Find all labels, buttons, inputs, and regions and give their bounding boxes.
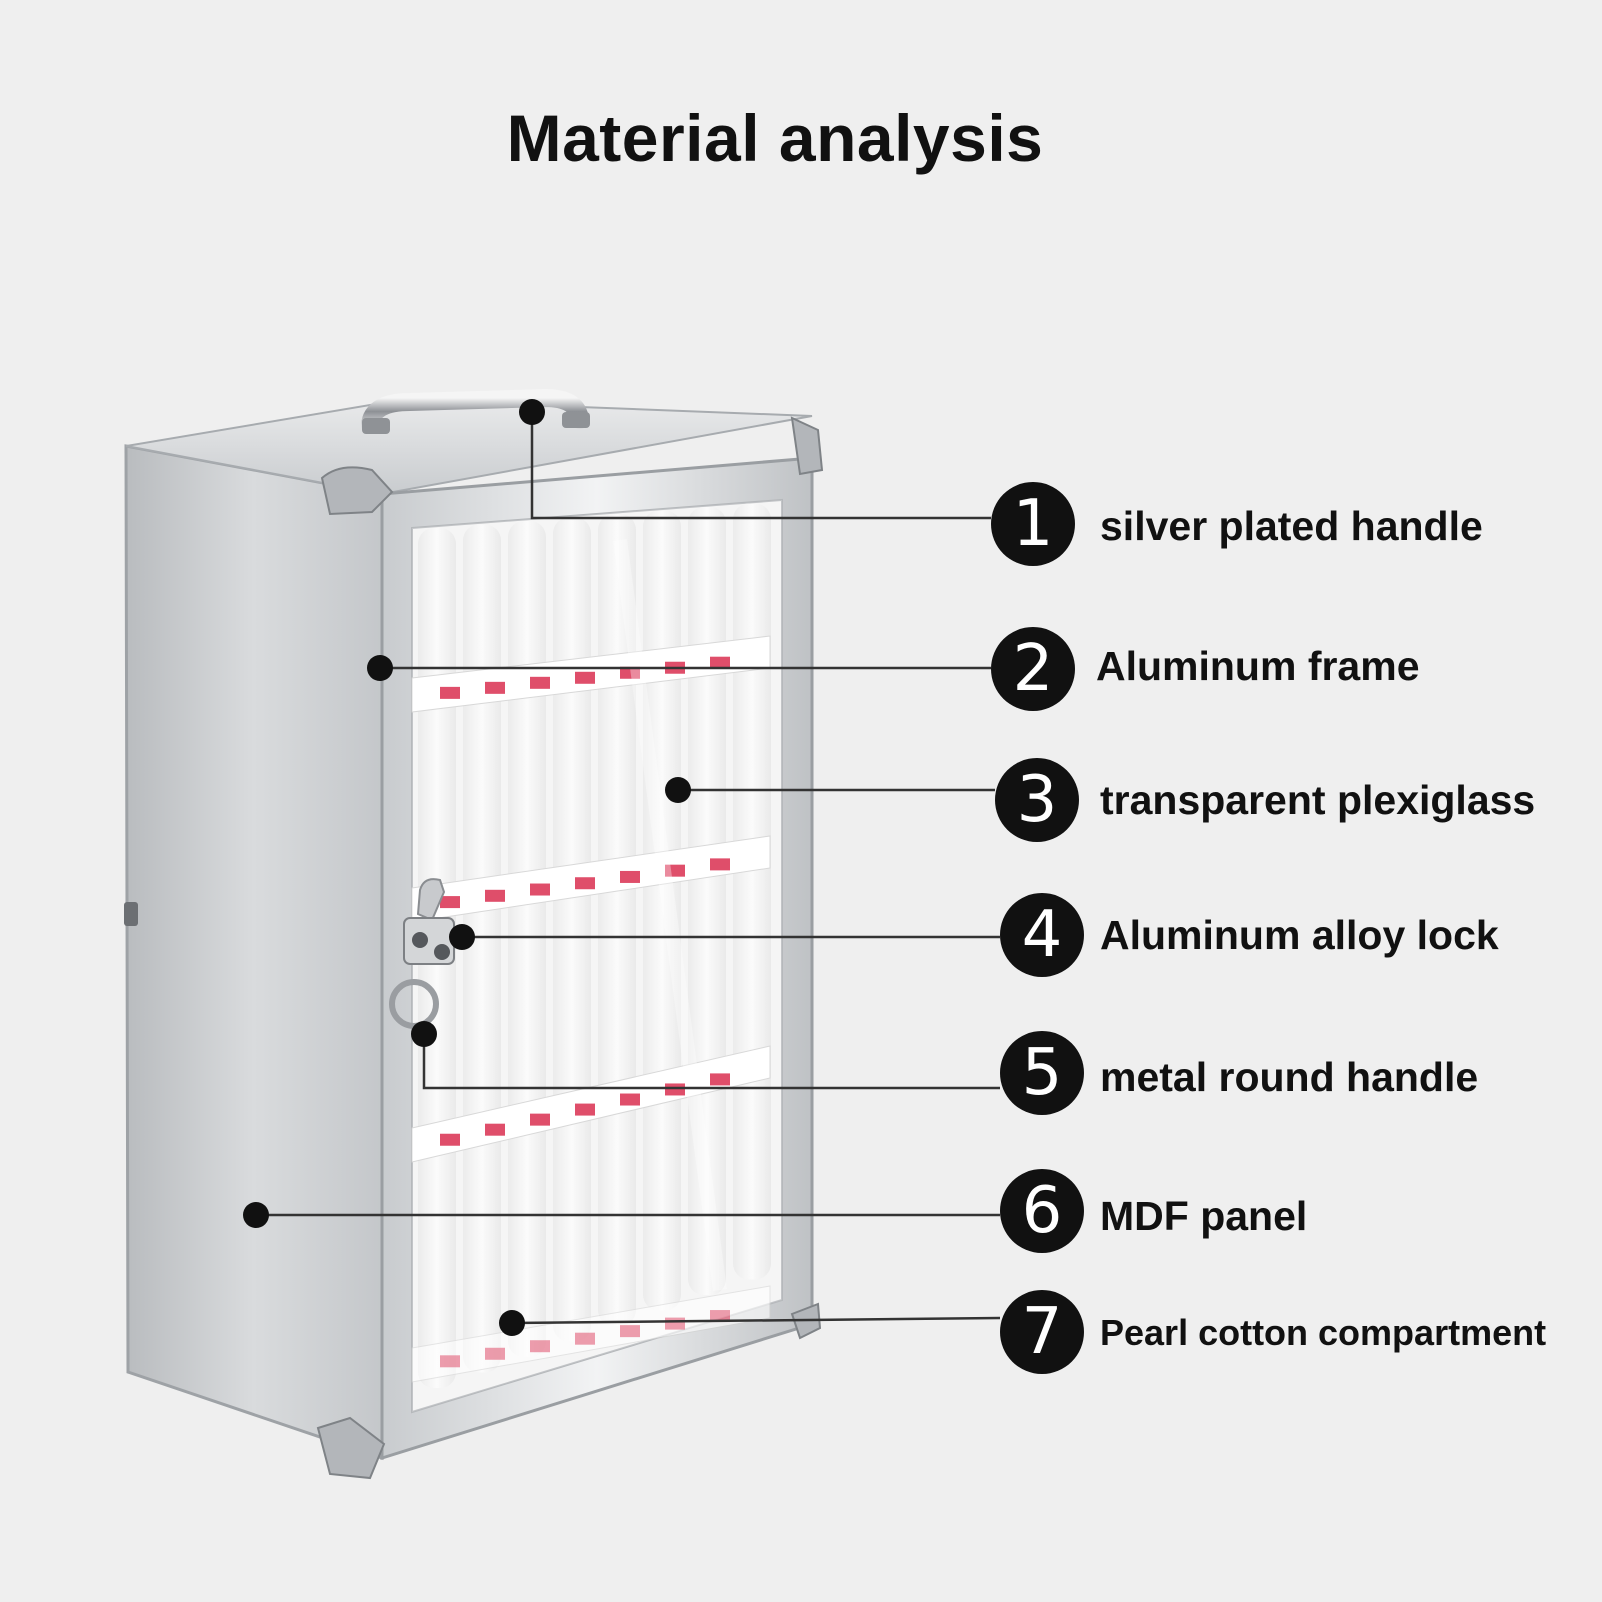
callout-badge-5: 5 xyxy=(1000,1031,1084,1115)
callout-label-3: transparent plexiglass xyxy=(1100,777,1536,823)
callout-label-5: metal round handle xyxy=(1100,1054,1479,1100)
number-tag xyxy=(665,864,685,877)
number-tag xyxy=(710,1073,730,1086)
callout-badge-4: 4 xyxy=(1000,893,1084,977)
number-tag xyxy=(575,1332,595,1345)
number-tag xyxy=(575,671,595,684)
callout-label-2: Aluminum frame xyxy=(1096,643,1420,689)
foam-column xyxy=(733,503,771,1280)
foam-column xyxy=(688,507,726,1295)
foam-column xyxy=(553,517,591,1342)
anchor-dot xyxy=(367,655,393,681)
callout-label-6: MDF panel xyxy=(1100,1193,1308,1239)
callout-badge-3: 3 xyxy=(995,758,1079,842)
anchor-dot xyxy=(449,924,475,950)
callout-label-7: Pearl cotton compartment xyxy=(1100,1312,1547,1353)
anchor-dot xyxy=(519,399,545,425)
callout-badge-6: 6 xyxy=(1000,1169,1084,1253)
anchor-dot xyxy=(665,777,691,803)
number-tag xyxy=(575,1103,595,1116)
number-tag xyxy=(530,883,550,896)
top-panel xyxy=(125,398,813,496)
callout-badge-1: 1 xyxy=(991,482,1075,566)
callout-label-4: Aluminum alloy lock xyxy=(1100,912,1499,958)
foam-column xyxy=(508,521,546,1357)
number-tag xyxy=(710,858,730,871)
side-latch xyxy=(124,902,138,926)
foam-column xyxy=(463,524,501,1373)
leader-lines xyxy=(243,399,1001,1336)
page-title: Material analysis xyxy=(506,101,1044,175)
foam-columns xyxy=(418,503,771,1388)
number-tag xyxy=(575,877,595,890)
leader-line xyxy=(530,412,991,520)
number-tag xyxy=(710,656,730,669)
number-tag xyxy=(665,1083,685,1096)
number-tag xyxy=(710,1310,730,1323)
number-tag xyxy=(530,1340,550,1353)
corner-caps xyxy=(316,416,824,1480)
callout-badge-7: 7 xyxy=(1000,1290,1084,1374)
number-tag xyxy=(620,1325,640,1338)
side-panel xyxy=(124,444,384,1461)
number-tag xyxy=(440,1133,460,1146)
number-tag xyxy=(530,676,550,689)
anchor-dot xyxy=(499,1310,525,1336)
leader-line xyxy=(422,1034,1000,1090)
foam-column xyxy=(643,510,681,1311)
number-tag-strips xyxy=(411,635,771,1383)
number-tag xyxy=(485,681,505,694)
foam-column xyxy=(598,514,636,1326)
number-tag xyxy=(530,1113,550,1126)
transparent-plexiglass xyxy=(412,500,782,1412)
number-tag xyxy=(485,889,505,902)
number-tag xyxy=(440,686,460,699)
number-tag xyxy=(620,666,640,679)
carry-handle-icon xyxy=(361,388,590,434)
number-tag xyxy=(440,896,460,909)
anchor-dot xyxy=(411,1021,437,1047)
anchor-dot xyxy=(243,1202,269,1228)
leader-line xyxy=(511,1316,1001,1325)
number-tag xyxy=(620,1093,640,1106)
number-tag xyxy=(620,870,640,883)
callout-label-1: silver plated handle xyxy=(1100,503,1483,549)
lock-icon xyxy=(403,878,455,965)
callout-badge-2: 2 xyxy=(991,627,1075,711)
number-tag xyxy=(440,1355,460,1368)
number-tag xyxy=(485,1347,505,1360)
number-tag xyxy=(485,1123,505,1136)
